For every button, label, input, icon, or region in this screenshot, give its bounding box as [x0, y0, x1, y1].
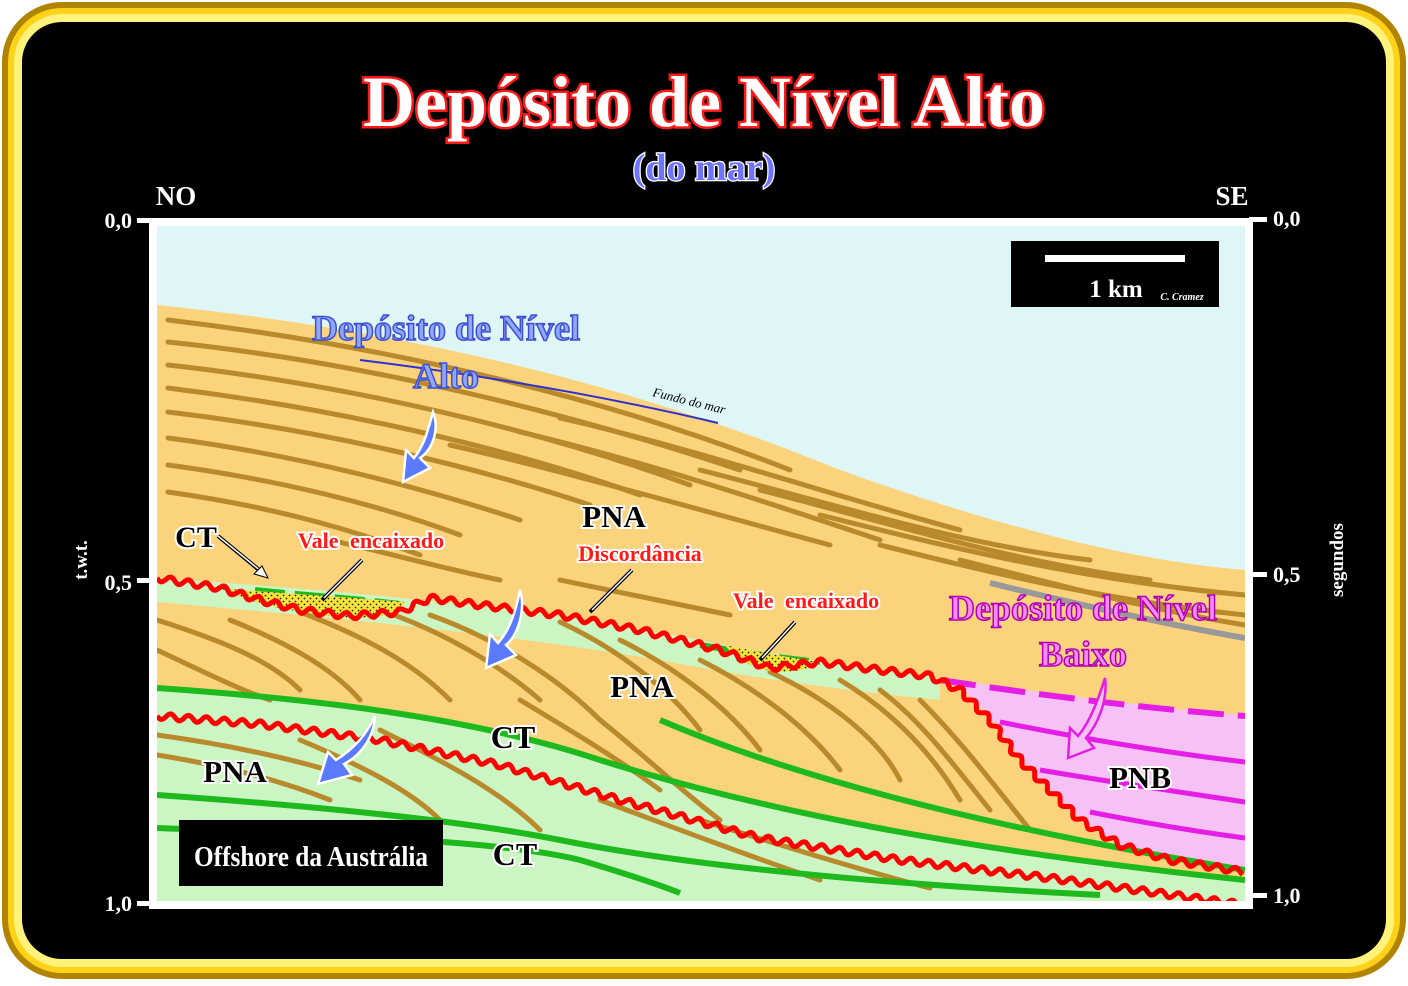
reflector-line: [757, 487, 1153, 583]
right-tick-label: 0,0: [1273, 206, 1301, 231]
pna-label: PNA: [582, 499, 646, 534]
slide-title: Depósito de Nível Alto: [363, 62, 1045, 142]
reflector-line: [557, 619, 703, 733]
reflector-line: [447, 442, 833, 548]
orientation-left: NO: [156, 181, 197, 211]
reflector-line: [157, 617, 303, 693]
pnb-label: PNB: [1109, 760, 1171, 795]
highstand-reflectors: [157, 317, 1245, 891]
lowstand-reflector: [1089, 809, 1245, 841]
unconformity-pointer-inner: [591, 569, 633, 611]
reflector-line: [165, 489, 423, 558]
lowstand-top-dashed: [939, 677, 1245, 719]
lowstand-reflector: [1039, 767, 1245, 805]
right-tick-05: [1249, 572, 1267, 577]
scale-bar-credit: C. Cramez: [1160, 292, 1203, 303]
orientation-right: SE: [1215, 181, 1248, 211]
lowstand-reflector: [999, 719, 1245, 765]
reflector-line: [327, 537, 503, 583]
incised-valley-pointer-inner: [761, 621, 796, 659]
pna-label: PNA: [203, 754, 267, 789]
scale-bar-label: 1 km: [1089, 276, 1143, 303]
reflector-line: [165, 462, 463, 538]
left-tick-label: 1,0: [105, 891, 133, 916]
reflector-line: [557, 577, 733, 618]
left-tick-05: [137, 578, 155, 583]
reflector-line: [697, 657, 843, 773]
reflector-line: [767, 669, 903, 783]
ct-label: CT: [493, 836, 537, 872]
unconformity-label: Discordância: [578, 541, 701, 566]
incised-valley-label: Vale encaixado: [298, 528, 444, 553]
reflector-line: [165, 362, 693, 488]
incised-valley-fill-1: [220, 588, 405, 618]
reflector-line: [617, 637, 763, 753]
ct-pointer-head: [253, 565, 269, 579]
right-axis: 0,0 0,5 1,0 segundos: [1249, 206, 1348, 908]
unconformity-line: [157, 711, 1238, 901]
reflector-line: [165, 435, 523, 523]
reflector-line: [297, 737, 443, 823]
left-tick-0: [137, 218, 155, 223]
reflector-line: [165, 317, 793, 473]
reflector-line: [817, 512, 1245, 598]
reflector-line: [157, 752, 333, 803]
right-axis-label: segundos: [1327, 523, 1348, 597]
seafloor-line: [359, 359, 719, 424]
reflector-line: [917, 697, 1033, 833]
highstand-title-line1: Depósito de Nível: [312, 308, 580, 348]
reflector-line: [957, 557, 1245, 628]
geologic-section: [157, 305, 1245, 901]
reflector-line: [597, 717, 723, 823]
right-tick-1: [1249, 893, 1267, 898]
reflector-line: [517, 697, 663, 793]
location-label: Offshore da Austrália: [194, 842, 428, 873]
scale-bar-line: [1045, 255, 1185, 262]
unconformities: [157, 574, 1245, 901]
arrow-down-icon: [401, 408, 437, 485]
left-tick-label: 0,5: [105, 570, 133, 595]
right-tick-label: 0,5: [1273, 562, 1301, 587]
reflector-line: [297, 609, 453, 703]
reflector-line: [227, 617, 363, 703]
reflector-line: [165, 409, 593, 508]
transgressive-line: [157, 792, 1101, 898]
transgressive-line: [157, 685, 1245, 883]
reflector-line: [697, 467, 1093, 563]
ct-pointer-inner: [217, 535, 263, 573]
right-tick-label: 1,0: [1273, 883, 1301, 908]
reflector-line: [877, 687, 993, 813]
incised-valley-label: Vale encaixado: [733, 588, 879, 613]
arrow-down-icon: [1066, 677, 1107, 760]
highstand-title-line2: Alto: [413, 356, 479, 396]
left-tick-label: 0,0: [105, 208, 133, 233]
unconformity-line: [157, 574, 1245, 877]
pna-label: PNA: [610, 669, 674, 704]
arrow-down-icon: [484, 589, 524, 671]
reflector-line: [377, 607, 543, 703]
lowstand-title-line1: Depósito de Nível: [949, 588, 1217, 628]
blue-arrows: [316, 408, 524, 786]
left-axis-label: t.w.t.: [71, 540, 92, 580]
gray-reflector: [989, 580, 1245, 641]
slide-subtitle: (do mar): [633, 147, 775, 189]
scale-bar-box: [1011, 241, 1219, 307]
ct-label: CT: [175, 521, 217, 554]
reflector-line: [557, 415, 963, 533]
reflector-line: [837, 677, 963, 803]
reflector-line: [517, 429, 883, 543]
left-tick-1: [137, 901, 155, 906]
location-box: [179, 820, 443, 886]
arrow-down-icon: [316, 715, 377, 786]
reflector-line: [427, 612, 603, 723]
left-axis: 0,0 0,5 1,0 t.w.t.: [71, 208, 155, 916]
lowstand-title-line2: Baixo: [1039, 634, 1127, 674]
right-tick-0: [1249, 217, 1267, 222]
incised-valley-pointer-inner: [323, 559, 363, 599]
lowstand-reflectors: [939, 677, 1245, 841]
ct-label: CT: [491, 719, 535, 755]
